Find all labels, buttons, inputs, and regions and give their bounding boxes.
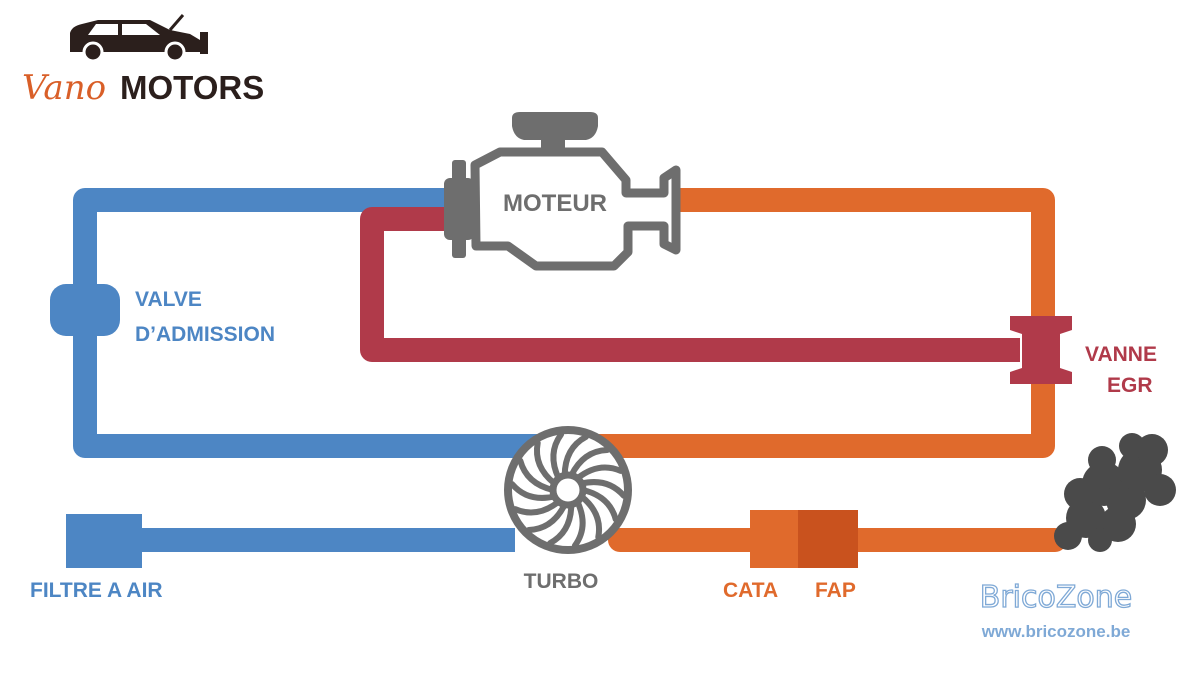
turbine-blade — [580, 487, 619, 523]
turbine-blade — [571, 498, 586, 549]
turbine-icon — [504, 426, 632, 554]
intake-valve — [50, 284, 120, 336]
turbine-blade — [578, 493, 602, 541]
turbo-label: TURBO — [524, 570, 599, 593]
turbine-blade — [534, 439, 558, 487]
cata-label: CATA — [723, 579, 778, 602]
engine-icon — [444, 112, 681, 271]
watermark-brand: BricoZone — [980, 580, 1132, 615]
exhaust-pipe-loop — [565, 188, 1055, 458]
turbine-blade — [578, 479, 627, 499]
egr-valve — [1010, 316, 1072, 384]
engine-label: MOTEUR — [503, 190, 607, 217]
turbine-blade — [547, 501, 575, 547]
intake-valve-label-line1: VALVE — [135, 288, 202, 311]
air-filter-label: FILTRE A AIR — [30, 579, 163, 602]
egr-pipe — [360, 207, 1020, 362]
intake-valve-label-line2: D’ADMISSION — [135, 323, 275, 346]
turbine-blade — [561, 433, 589, 479]
air-filter — [66, 514, 142, 568]
egr-label-line2: EGR — [1107, 374, 1153, 397]
turbine-blade — [568, 447, 611, 479]
vano-motors-logo: Vano MOTORS — [22, 14, 264, 108]
turbine-blade — [525, 501, 568, 533]
turbine-blade — [517, 457, 556, 493]
smoke-cloud-icon — [1054, 433, 1176, 552]
logo-script-text: Vano — [22, 68, 106, 108]
logo-bold-text: MOTORS — [120, 69, 264, 106]
turbine-blade — [574, 464, 624, 482]
catalytic-converter — [750, 510, 798, 568]
turbine-blade — [512, 498, 562, 516]
car-silhouette-icon — [70, 14, 208, 63]
particulate-filter — [798, 510, 858, 568]
watermark-url: www.bricozone.be — [981, 622, 1131, 641]
turbine-blade — [550, 431, 565, 482]
fap-label: FAP — [815, 579, 856, 602]
turbine-blade — [509, 481, 558, 501]
egr-label-line1: VANNE — [1085, 343, 1157, 366]
